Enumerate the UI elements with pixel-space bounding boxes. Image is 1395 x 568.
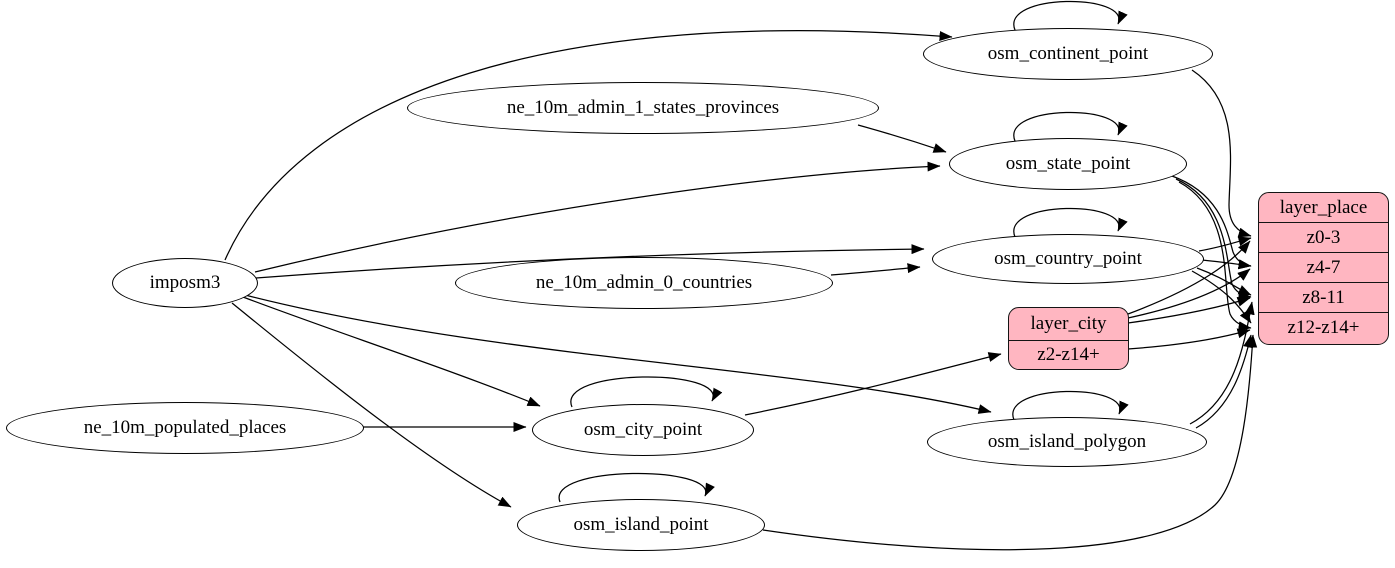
record-layer_place-row-z0-3: z0-3 [1259, 222, 1388, 252]
node-ne_10m_populated_places: ne_10m_populated_places [6, 402, 364, 454]
edge-layer_city-z8-11 [1127, 296, 1251, 324]
node-osm_country_point-label: osm_country_point [994, 248, 1142, 269]
node-ne_10m_admin_0_countries-label: ne_10m_admin_0_countries [535, 272, 753, 293]
self-loop-osm_city_point [570, 376, 723, 408]
node-osm_island_point-label: osm_island_point [573, 514, 709, 535]
node-osm_continent_point: osm_continent_point [923, 28, 1213, 80]
edge-layer_city-z12-z14 [1127, 328, 1251, 350]
self-loop-osm_country_point [1013, 207, 1128, 238]
self-loop-osm_continent_point [1013, 0, 1128, 31]
edge-imposm3-osm_island_polygon [244, 294, 992, 414]
node-osm_continent_point-label: osm_continent_point [987, 43, 1149, 64]
record-layer_place-row-z12-z14: z12-z14+ [1259, 312, 1388, 342]
record-layer_place-row-z4-7: z4-7 [1259, 252, 1388, 282]
self-loop-osm_island_polygon [1012, 390, 1129, 421]
node-osm_island_polygon: osm_island_polygon [927, 417, 1207, 467]
node-ne_10m_admin_1_states_provinces-label: ne_10m_admin_1_states_provinces [506, 97, 780, 118]
record-layer_city: layer_city z2-z14+ [1008, 307, 1129, 370]
node-imposm3: imposm3 [112, 258, 258, 308]
edge-imposm3-osm_state_point [254, 161, 941, 273]
node-osm_island_point: osm_island_point [517, 499, 765, 551]
edge-osm_continent_point-z0-3 [1191, 69, 1252, 238]
node-osm_city_point-label: osm_city_point [583, 419, 703, 440]
edge-ne_10m_admin_0_countries-osm_country_point [830, 263, 921, 276]
record-layer_place-title: layer_place [1279, 196, 1368, 218]
edge-osm_island_point-z12-z14 [762, 334, 1258, 551]
record-layer_city-row-z2-z14: z2-z14+ [1009, 340, 1128, 368]
record-layer_place-row-z8-11: z8-11 [1259, 282, 1388, 312]
record-layer_place: layer_place z0-3 z4-7 z8-11 z12-z14+ [1258, 192, 1389, 345]
edge-osm_state_point-z12-z14 [1178, 181, 1252, 332]
node-osm_island_polygon-label: osm_island_polygon [987, 431, 1147, 452]
edge-imposm3-osm_island_point [231, 302, 512, 508]
edge-layer_city-z4-7 [1127, 268, 1251, 319]
edge-osm_country_point-z0-3 [1198, 236, 1252, 252]
edge-osm_country_point-z4-7 [1201, 259, 1252, 270]
record-layer_city-title: layer_city [1030, 313, 1107, 334]
node-ne_10m_admin_0_countries: ne_10m_admin_0_countries [455, 257, 833, 309]
node-ne_10m_populated_places-label: ne_10m_populated_places [83, 417, 287, 438]
edge-imposm3-osm_continent_point [224, 30, 953, 261]
edge-layer_city-z0-3 [1127, 240, 1251, 315]
edge-osm_state_point-z8-11 [1175, 178, 1252, 301]
edge-osm_island_polygon-z8-11 [1189, 301, 1255, 425]
node-osm_state_point: osm_state_point [949, 138, 1187, 190]
self-loop-osm_island_point [558, 472, 715, 503]
node-osm_country_point: osm_country_point [932, 234, 1204, 284]
edge-ne_10m_admin_1_states_provinces-osm_state_point [857, 124, 947, 153]
self-loop-osm_state_point [1013, 111, 1128, 142]
node-osm_city_point: osm_city_point [532, 404, 754, 456]
edge-osm_country_point-z8-11 [1196, 267, 1252, 296]
node-imposm3-label: imposm3 [149, 272, 221, 293]
edge-imposm3-osm_city_point [242, 296, 541, 407]
edge-osm_country_point-z12-z14 [1191, 270, 1252, 324]
edge-osm_city_point-layer_city [744, 352, 1002, 416]
node-ne_10m_admin_1_states_provinces: ne_10m_admin_1_states_provinces [407, 82, 879, 134]
node-osm_state_point-label: osm_state_point [1005, 153, 1131, 174]
